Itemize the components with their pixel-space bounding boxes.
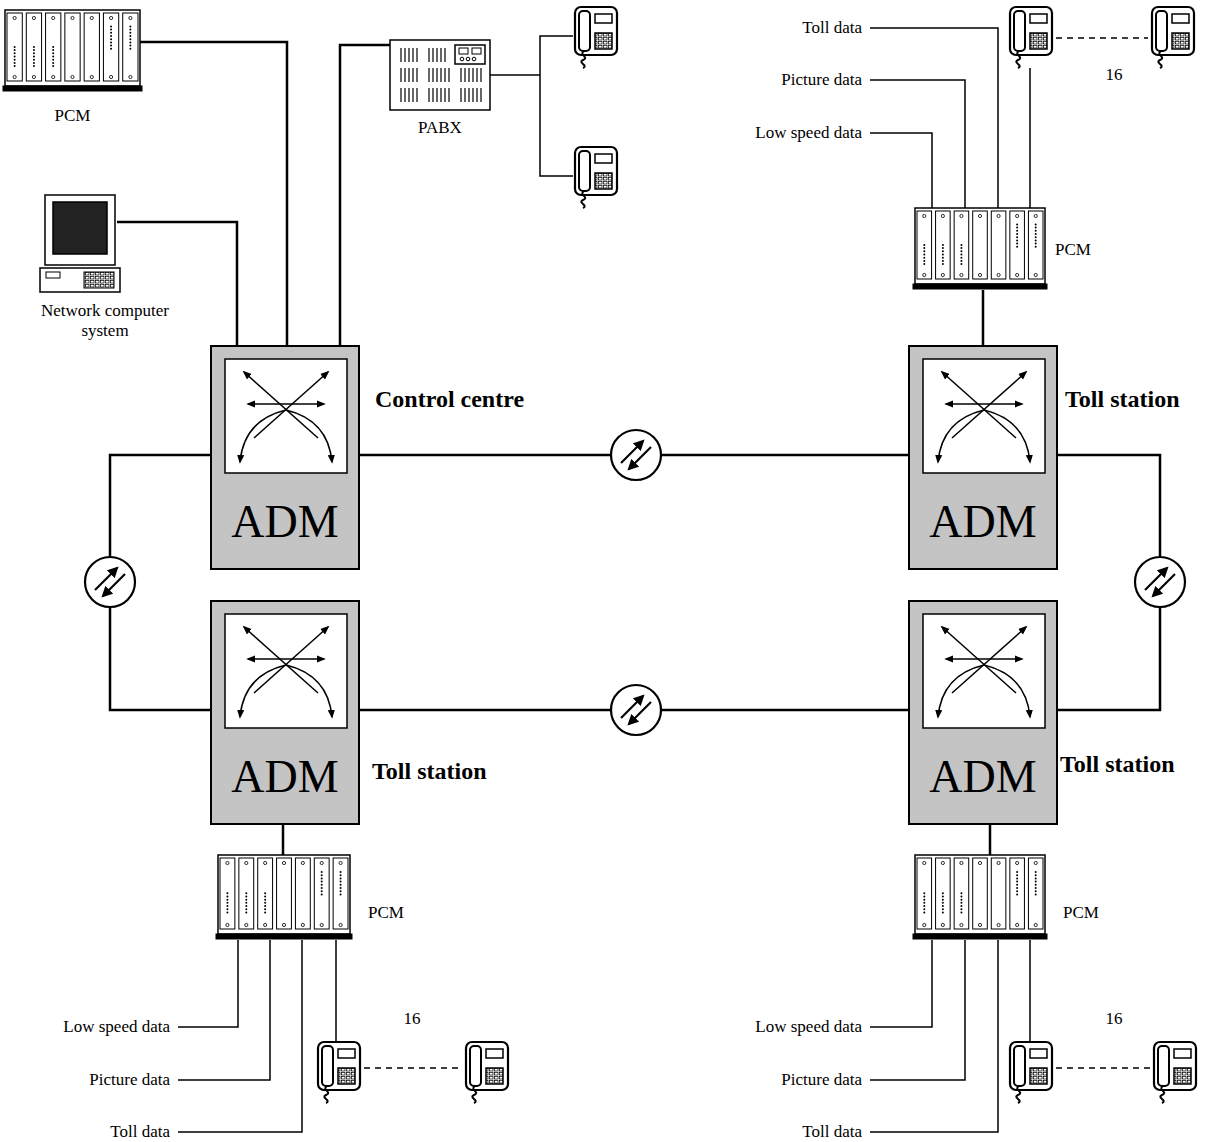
cross-connect-icon (224, 613, 348, 729)
equipment-name: ADM (910, 497, 1056, 547)
computer-unit: Network computer system (45, 195, 117, 293)
transmission-link (117, 222, 237, 345)
computer (40, 195, 120, 292)
cross-connect-icon (922, 358, 1046, 474)
equipment-name: ADM (212, 752, 358, 802)
signal-label: Toll data (802, 1122, 862, 1142)
signal-label: Picture data (781, 1070, 862, 1090)
cross-connect-icon (224, 358, 348, 474)
station-name: Toll station (372, 757, 486, 785)
pcm-rack: PCM (915, 855, 1045, 940)
equipment-label: Network computer system (35, 301, 175, 341)
equipment-label: PCM (368, 903, 438, 923)
station-name: Toll station (1060, 750, 1174, 778)
pcm-rack: PCM (915, 208, 1045, 290)
cross-connect-icon (922, 613, 1046, 729)
station-name: Toll station (1065, 385, 1179, 413)
transmission-link (340, 45, 390, 345)
count-label: 16 (392, 1009, 432, 1029)
count-label: 16 (1094, 1009, 1134, 1029)
signal-label: Picture data (781, 70, 862, 90)
transmission-link (982, 290, 985, 345)
count-label: 16 (1094, 65, 1134, 85)
signal-label: Low speed data (755, 123, 862, 143)
signal-label: Picture data (89, 1070, 170, 1090)
transmission-link (140, 42, 287, 345)
pabx-unit (390, 40, 490, 110)
station-name: Control centre (375, 385, 524, 413)
equipment-label: PCM (5, 106, 140, 126)
transmission-link (989, 825, 992, 855)
signal-label: Low speed data (755, 1017, 862, 1037)
adm-box: ADMToll station (908, 600, 1058, 825)
signal-label: Toll data (802, 18, 862, 38)
signal-label: Toll data (110, 1122, 170, 1142)
equipment-name: ADM (910, 752, 1056, 802)
adm-box: ADMToll station (210, 600, 360, 825)
wires (178, 28, 1150, 1132)
equipment-label: PCM (1063, 903, 1133, 923)
equipment-label: PCM (1055, 240, 1125, 260)
telephones (318, 7, 1196, 1103)
signal-label: Low speed data (63, 1017, 170, 1037)
pcm-rack: PCM (5, 10, 140, 92)
pabx-unit: PABX (390, 40, 490, 110)
pcm-racks (3, 10, 1047, 939)
adm-box: ADMToll station (908, 345, 1058, 570)
transmission-link (282, 825, 285, 855)
adm-box: ADMControl centre (210, 345, 360, 570)
equipment-name: ADM (212, 497, 358, 547)
equipment-label: PABX (390, 118, 490, 138)
pcm-rack: PCM (218, 855, 350, 940)
